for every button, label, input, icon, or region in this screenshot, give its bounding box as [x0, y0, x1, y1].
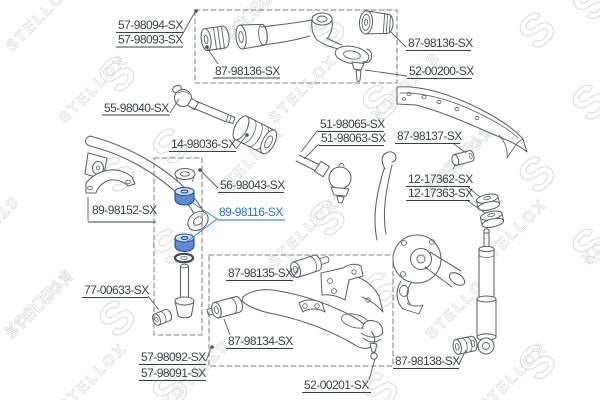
svg-text:14-98036-SX: 14-98036-SX [171, 137, 236, 151]
part-label-12-17362: 12-17362-SX [406, 172, 481, 198]
upper-ball-joint-stud [355, 69, 362, 83]
dashed-selection-box-3 [208, 254, 394, 367]
dashed-selection-box-2 [153, 157, 203, 336]
upper-control-arm-assembly [200, 10, 394, 83]
part-label-57-98093: 57-98093-SX [116, 33, 184, 48]
part-label-87-98135: 87-98135-SX [226, 266, 300, 281]
lower-ball-joint [360, 319, 384, 360]
part-label-51-98065: 51-98065-SX [300, 117, 386, 153]
link-bolt [174, 263, 195, 319]
svg-text:87-98137-SX: 87-98137-SX [397, 129, 462, 143]
stabilizer-bushing-bracket [84, 152, 136, 194]
part-label-89-98152: 89-98152-SX [87, 197, 158, 223]
control-arm-bushing-front [232, 115, 278, 155]
part-label-56-98043: 56-98043-SX [198, 168, 286, 193]
stabilizer-link-assembly [152, 167, 196, 326]
svg-text:51-98065-SX: 51-98065-SX [320, 117, 385, 131]
shock-mount-grommet-lower [479, 210, 505, 228]
part-label-57-98091: 57-98091-SX [139, 366, 207, 381]
svg-text:57-98091-SX: 57-98091-SX [141, 366, 206, 380]
bushing-87-98138 [452, 335, 478, 355]
svg-text:87-98136-SX: 87-98136-SX [408, 36, 473, 50]
dashed-group-boxes [153, 9, 398, 367]
svg-text:87-98134-SX: 87-98134-SX [228, 334, 293, 348]
svg-text:57-98093-SX: 57-98093-SX [118, 33, 183, 47]
stabilizer-link-bushing-upper-highlighted [174, 186, 195, 206]
part-label-14-98036: 14-98036-SX [169, 133, 249, 152]
part-label-87-98136-a: 87-98136-SX [205, 45, 281, 79]
part-label-52-00201: 52-00201-SX [302, 358, 376, 393]
svg-text:77-00633-SX: 77-00633-SX [84, 283, 149, 297]
part-label-57-98092: 57-98092-SX [139, 345, 214, 365]
part-label-55-98040: 55-98040-SX [102, 98, 180, 116]
svg-text:12-17363-SX: 12-17363-SX [408, 186, 473, 200]
control-arm-bushing-small [200, 25, 230, 51]
svg-text:57-98092-SX: 57-98092-SX [141, 350, 206, 364]
upper-control-arm [260, 12, 373, 83]
fender-apron-bracket [396, 86, 528, 159]
svg-text:87-98136-SX: 87-98136-SX [215, 64, 280, 78]
svg-text:87-98135-SX: 87-98135-SX [228, 266, 293, 280]
steering-knuckle [374, 151, 466, 315]
svg-text:52-00201-SX: 52-00201-SX [304, 378, 369, 392]
shock-mount-grommet-upper [475, 193, 501, 211]
dashed-selection-box-1 [194, 9, 398, 84]
lower-arm-bushing-rear [290, 254, 330, 278]
svg-text:12-17362-SX: 12-17362-SX [408, 172, 473, 186]
upper-arm-rear-bushing [358, 10, 394, 35]
svg-text:89-98116-SX: 89-98116-SX [219, 205, 283, 219]
svg-text:52-00200-SX: 52-00200-SX [409, 64, 474, 78]
part-label-87-98134: 87-98134-SX [223, 318, 294, 349]
bushing-87-98137 [451, 150, 475, 170]
part-label-87-98136-b: 87-98136-SX [390, 31, 474, 51]
part-label-52-00200: 52-00200-SX [364, 64, 475, 79]
stabilizer-link-bushing-lower-highlighted [174, 233, 195, 253]
part-label-57-98094: 57-98094-SX [116, 9, 198, 36]
part-label-51-98063: 51-98063-SX [303, 131, 387, 160]
lower-control-arm-assembly [206, 254, 384, 360]
part-label-12-17363: 12-17363-SX [406, 186, 486, 214]
svg-text:89-98152-SX: 89-98152-SX [92, 203, 157, 217]
svg-text:57-98094-SX: 57-98094-SX [118, 18, 183, 32]
lower-arm-bushing-front [206, 296, 243, 319]
tie-rod-end [295, 154, 352, 204]
part-label-89-98116[interactable]: 89-98116-SX [184, 200, 285, 244]
svg-text:55-98040-SX: 55-98040-SX [104, 101, 169, 115]
inner-tie-rod [172, 84, 236, 125]
link-bushing-small [152, 308, 173, 326]
svg-text:87-98138-SX: 87-98138-SX [395, 354, 460, 368]
part-label-87-98137: 87-98137-SX [395, 129, 467, 154]
link-washer [173, 252, 195, 264]
part-label-87-98138: 87-98138-SX [393, 349, 467, 369]
shock-absorber [476, 228, 497, 355]
svg-text:51-98063-SX: 51-98063-SX [321, 131, 386, 145]
part-label-77-00633: 77-00633-SX [82, 283, 160, 311]
svg-text:56-98043-SX: 56-98043-SX [220, 178, 285, 192]
